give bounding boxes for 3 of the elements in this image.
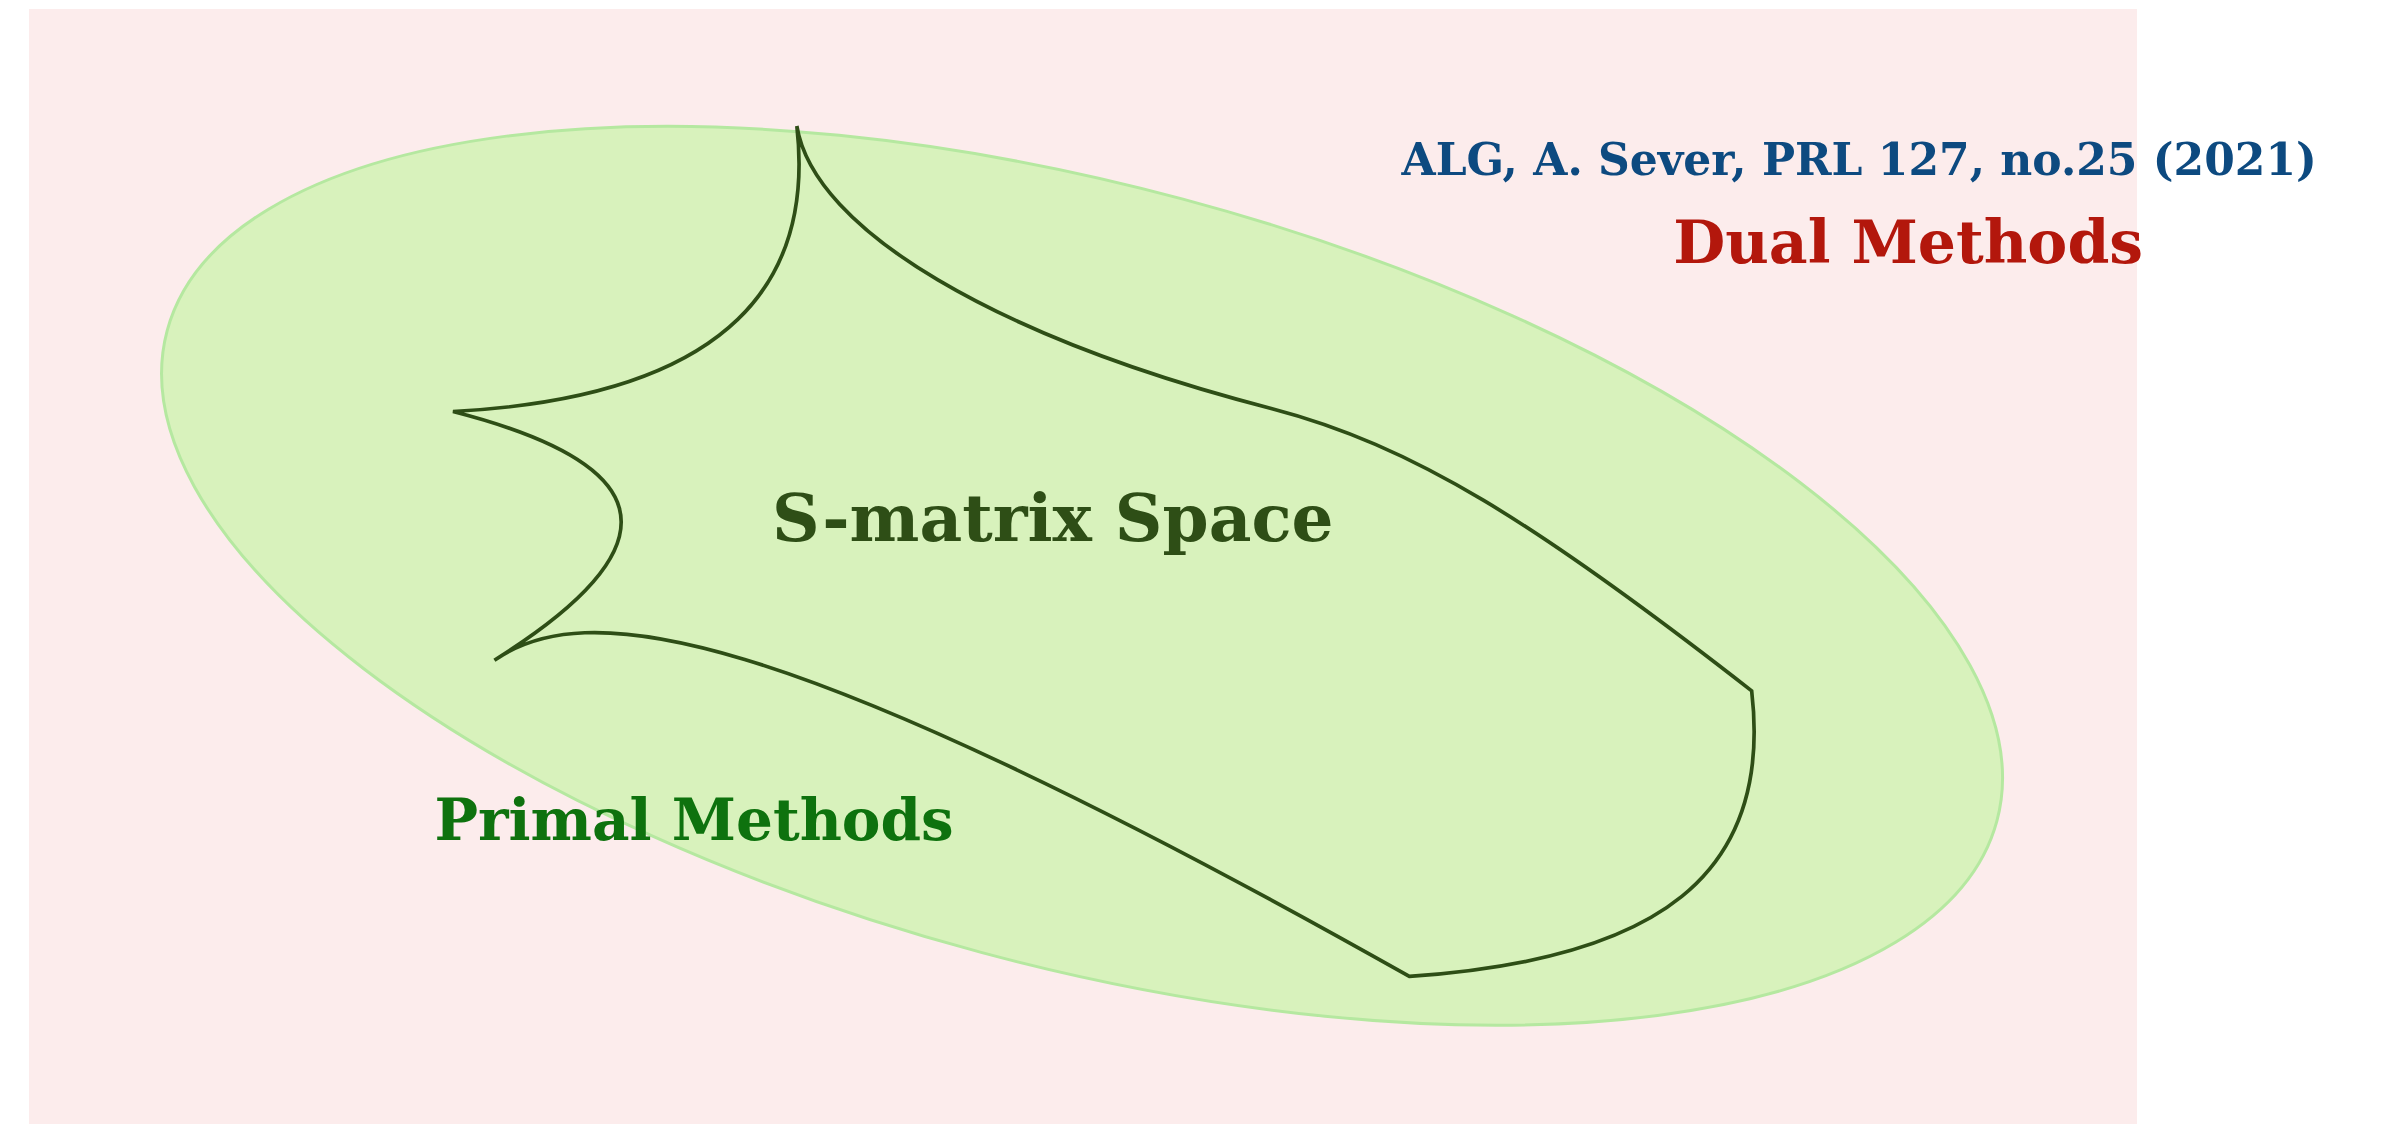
citation-text: ALG, A. Sever, PRL 127, no.25 (2021) (1401, 138, 2317, 183)
region-label: Dual Methods (1673, 211, 2144, 272)
region-label: Primal Methods (434, 790, 954, 849)
